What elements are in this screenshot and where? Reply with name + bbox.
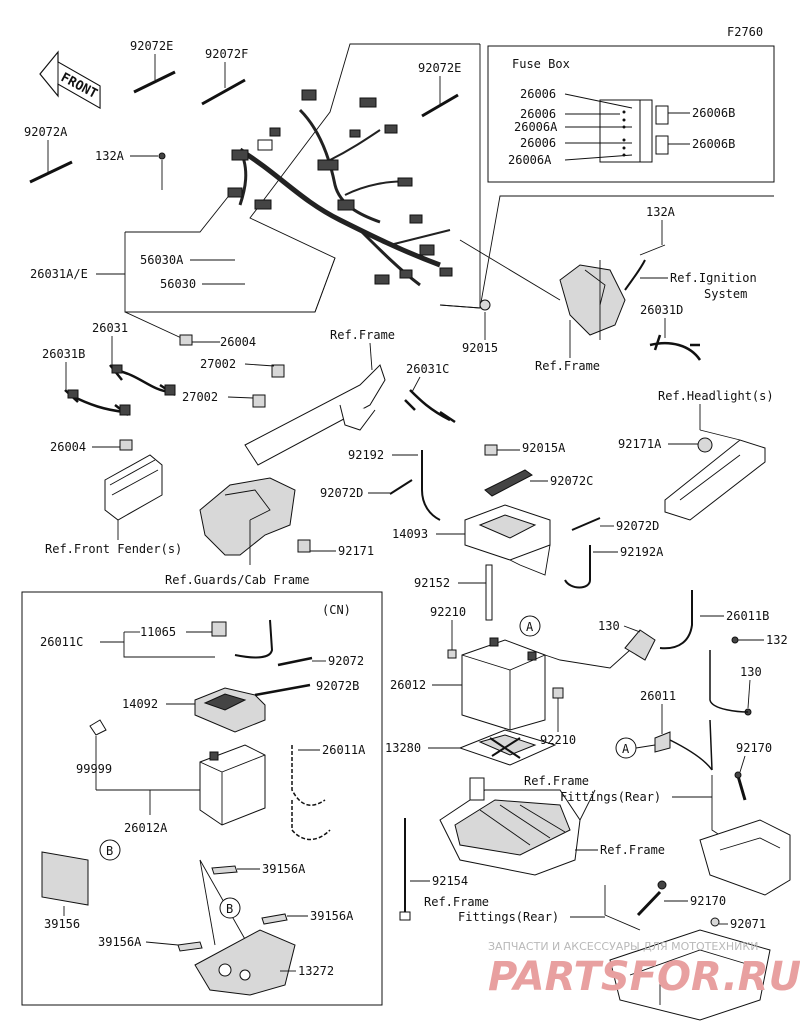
ref-guards: Ref.Guards/Cab Frame <box>165 573 310 587</box>
label-26031D: 26031D <box>640 303 683 317</box>
label-92170-1: 92170 <box>736 741 772 755</box>
watermark-line2: PARTSFOR.RU <box>488 954 800 1000</box>
label-26004-1: 26004 <box>220 335 256 349</box>
label-39156: 39156 <box>44 917 80 931</box>
ref-frame-2: Ref.Frame <box>330 328 395 342</box>
battery-holder-14093 <box>464 444 551 576</box>
fuse-box-panel: Fuse Box 26006 26006 26006A 26006 26006A… <box>487 45 775 183</box>
ref-frame-fit-2a: Ref.Frame <box>424 895 489 909</box>
fuse-box-title: Fuse Box <box>512 57 570 71</box>
label-132A-2: 132A <box>646 205 676 219</box>
label-92210-1: 92210 <box>430 605 466 619</box>
label-99999: 99999 <box>76 762 112 776</box>
label-14092: 14092 <box>122 697 158 711</box>
rear-fittings-lower <box>604 880 771 1021</box>
starter-cable-group: A <box>615 590 752 771</box>
ref-frame-fit-2b: Fittings(Rear) <box>458 910 559 924</box>
label-56030A: 56030A <box>140 253 184 267</box>
fuse-label-26006-1: 26006 <box>520 87 556 101</box>
label-92192A: 92192A <box>620 545 664 559</box>
label-39156A-1: 39156A <box>262 862 306 876</box>
label-92015A: 92015A <box>522 441 566 455</box>
label-13280: 13280 <box>385 741 421 755</box>
label-92152: 92152 <box>414 576 450 590</box>
label-92171A: 92171A <box>618 437 662 451</box>
headlight-bracket <box>664 429 766 521</box>
label-13272: 13272 <box>298 964 334 978</box>
label-92072D-2: 92072D <box>616 519 659 533</box>
label-92072E-1: 92072E <box>130 39 173 53</box>
fuse-label-26006B-2: 26006B <box>692 137 735 151</box>
label-14093: 14093 <box>392 527 428 541</box>
label-26011A: 26011A <box>322 743 366 757</box>
fuse-label-26006-2: 26006 <box>520 107 556 121</box>
battery-26012: A <box>447 615 631 731</box>
label-92015: 92015 <box>462 341 498 355</box>
label-26011B: 26011B <box>726 609 769 623</box>
label-92071: 92071 <box>730 917 766 931</box>
label-26012: 26012 <box>390 678 426 692</box>
rear-fittings-upper <box>699 771 791 896</box>
label-39156A-2: 39156A <box>310 909 354 923</box>
callout-b-1: B <box>106 844 113 858</box>
label-26011: 26011 <box>640 689 676 703</box>
figure-code: F2760 <box>727 25 763 39</box>
callout-a-1: A <box>526 620 534 634</box>
label-130-2: 130 <box>740 665 762 679</box>
label-26011C: 26011C <box>40 635 83 649</box>
label-132A-1: 132A <box>95 149 125 163</box>
label-92072B: 92072B <box>316 679 359 693</box>
ref-ignition-1: Ref.Ignition <box>670 271 757 285</box>
battery-tray-13280 <box>458 729 557 766</box>
label-27002-2: 27002 <box>182 390 218 404</box>
ref-ignition-2: System <box>704 287 747 301</box>
label-92072-cn: 92072 <box>328 654 364 668</box>
label-92072E-2: 92072E <box>418 61 461 75</box>
label-130-1: 130 <box>598 619 620 633</box>
label-27002-1: 27002 <box>200 357 236 371</box>
label-92072C: 92072C <box>550 474 593 488</box>
label-92210-2: 92210 <box>540 733 576 747</box>
front-fender-part <box>104 454 163 540</box>
fuse-label-26006A-2: 26006A <box>508 153 552 167</box>
watermark-line1: ЗАПЧАСТИ И АКСЕССУАРЫ ДЛЯ МОТОТЕХНИКИ <box>488 940 758 953</box>
cn-variant-box: (CN) B B <box>21 591 383 1006</box>
ref-frame-1: Ref.Frame <box>535 359 600 373</box>
label-39156A-3: 39156A <box>98 935 142 949</box>
main-harness <box>124 43 481 343</box>
label-132: 132 <box>766 633 788 647</box>
ref-frame-fit-1b: Fittings(Rear) <box>560 790 661 804</box>
label-11065: 11065 <box>140 625 176 639</box>
label-26031B: 26031B <box>42 347 85 361</box>
label-26012A: 26012A <box>124 821 168 835</box>
fuse-label-26006-3: 26006 <box>520 136 556 150</box>
label-56030: 56030 <box>160 277 196 291</box>
cn-label: (CN) <box>322 603 351 617</box>
ref-headlight: Ref.Headlight(s) <box>658 389 774 403</box>
label-26031AE: 26031A/E <box>30 267 88 281</box>
label-26031C: 26031C <box>406 362 449 376</box>
frame-bracket-ignition <box>439 195 774 340</box>
label-26031: 26031 <box>92 321 128 335</box>
front-arrow-icon: FRONT <box>39 50 101 110</box>
label-92072F: 92072F <box>205 47 248 61</box>
label-92072A: 92072A <box>24 125 68 139</box>
label-92170-2: 92170 <box>690 894 726 908</box>
ref-front-fender: Ref.Front Fender(s) <box>45 542 182 556</box>
callout-b-2: B <box>226 902 233 916</box>
ref-frame-fit-1a: Ref.Frame <box>524 774 589 788</box>
label-92072D-1: 92072D <box>320 486 363 500</box>
fuse-label-26006A-1: 26006A <box>514 120 558 134</box>
fuse-label-26006B-1: 26006B <box>692 106 735 120</box>
label-92171: 92171 <box>338 544 374 558</box>
label-26004-2: 26004 <box>50 440 86 454</box>
ref-frame-3: Ref.Frame <box>600 843 665 857</box>
label-92154: 92154 <box>432 874 468 888</box>
label-92192: 92192 <box>348 448 384 462</box>
rear-frame-cradle <box>439 777 596 876</box>
center-frame-rail <box>227 363 386 466</box>
guards-cab-frame-part <box>199 477 311 565</box>
callout-a-2: A <box>622 742 630 756</box>
